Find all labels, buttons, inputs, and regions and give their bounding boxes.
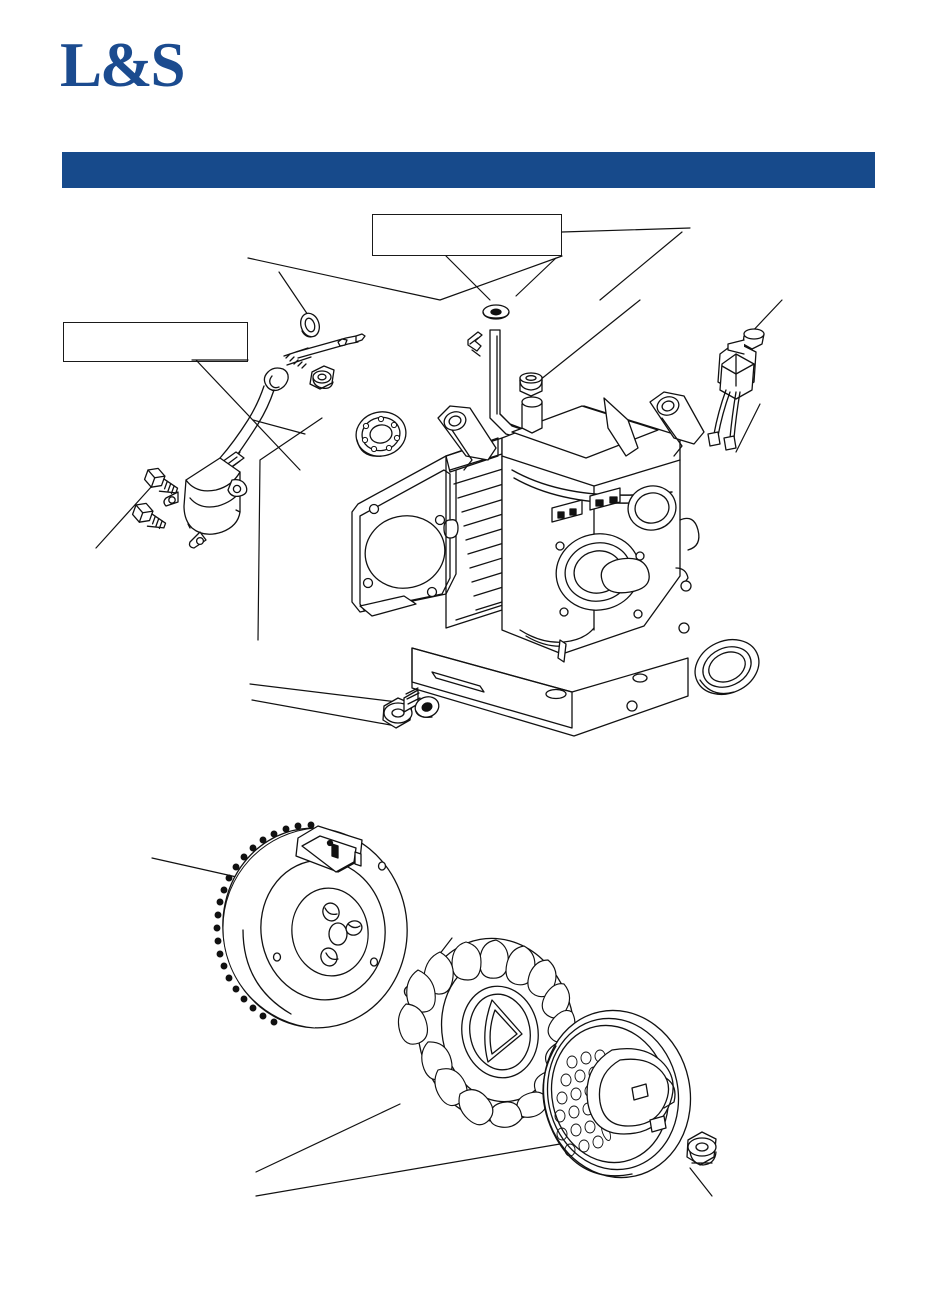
part-sensor-mount-bolt-1 bbox=[141, 464, 183, 498]
part-hex-nut bbox=[309, 365, 335, 390]
part-starter-pulley-cup bbox=[542, 1009, 692, 1179]
part-oil-level-sensor bbox=[163, 333, 366, 549]
part-cooling-fan bbox=[397, 937, 576, 1128]
part-bolt-washer bbox=[414, 696, 440, 719]
part-flywheel-with-ring-gear bbox=[213, 821, 408, 1029]
part-sensor-mount-bolt-2 bbox=[129, 499, 171, 533]
callout-box-left bbox=[63, 322, 248, 362]
part-woodruff-key bbox=[403, 983, 422, 999]
part-flat-washer bbox=[482, 304, 510, 320]
part-governor-bushing bbox=[519, 372, 543, 397]
part-flywheel-flange-nut bbox=[686, 1131, 717, 1166]
brand-logo: L&S bbox=[60, 30, 186, 100]
part-cylinder-block bbox=[351, 391, 705, 737]
part-flange-bolt bbox=[382, 687, 421, 729]
part-governor-rod bbox=[489, 329, 531, 441]
part-charge-coil bbox=[707, 341, 757, 451]
callout-box-top bbox=[372, 214, 562, 256]
leader-lines-lower bbox=[151, 857, 713, 1197]
section-header-bar bbox=[62, 152, 875, 188]
part-o-ring-seal bbox=[300, 312, 320, 338]
part-retaining-clip bbox=[467, 331, 483, 357]
part-coil-mount-bolt bbox=[727, 328, 765, 355]
part-crankshaft-oil-seal bbox=[694, 638, 760, 696]
leader-lines-upper bbox=[95, 227, 783, 727]
part-crankshaft-ball-bearing bbox=[355, 411, 407, 457]
